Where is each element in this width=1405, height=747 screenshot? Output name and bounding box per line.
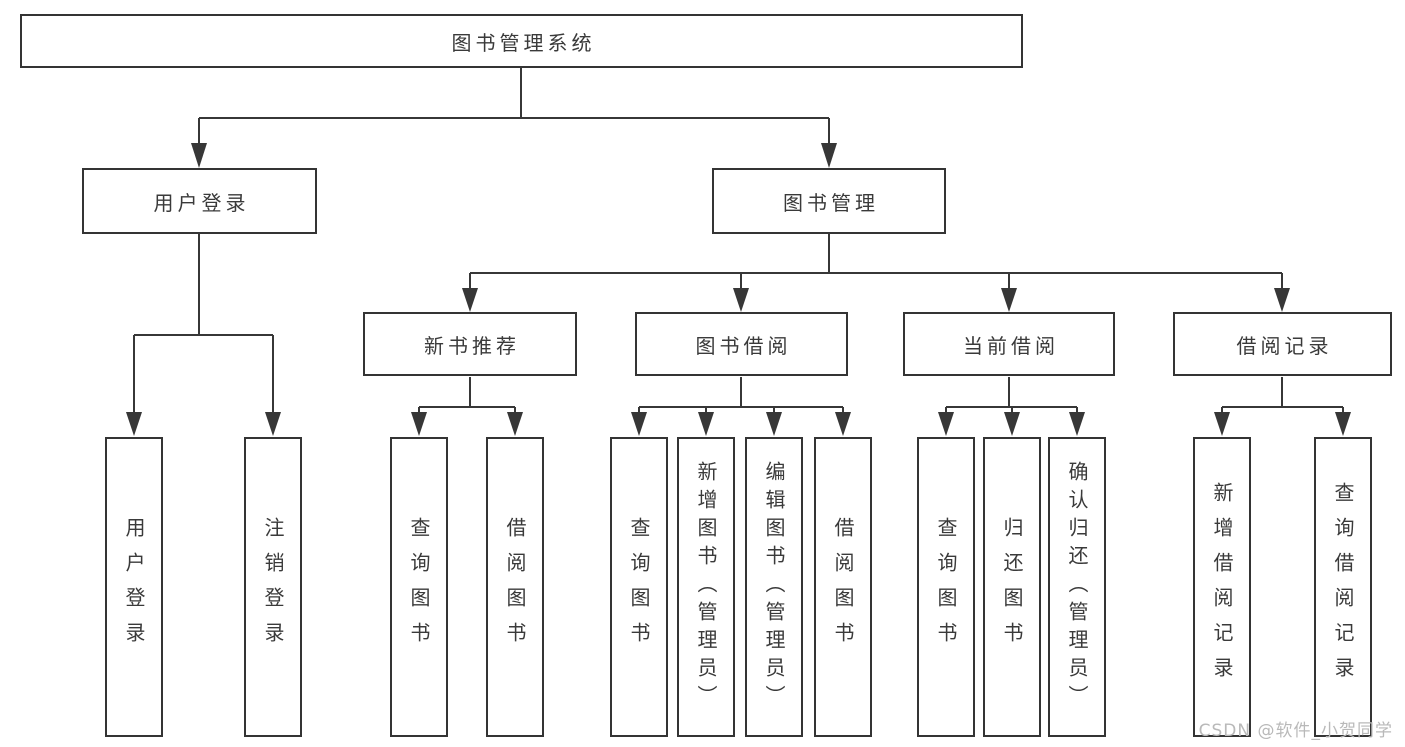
leaf-confirm-return-admin: 确认归还（管理员） [1048, 437, 1106, 737]
leaf-edit-books-admin: 编辑图书（管理员） [745, 437, 803, 737]
node-current-borrowing: 当前借阅 [903, 312, 1115, 376]
leaf-borrow-books-2: 借阅图书 [814, 437, 872, 737]
leaf-return-books: 归还图书 [983, 437, 1041, 737]
leaf-add-borrow-record: 新增借阅记录 [1193, 437, 1251, 737]
node-new-book-recommendation: 新书推荐 [363, 312, 577, 376]
leaf-borrow-books-1: 借阅图书 [486, 437, 544, 737]
node-borrow-records: 借阅记录 [1173, 312, 1392, 376]
leaf-query-borrow-record: 查询借阅记录 [1314, 437, 1372, 737]
node-library-management-system: 图书管理系统 [20, 14, 1023, 68]
leaf-query-books-3: 查询图书 [917, 437, 975, 737]
leaf-query-books-1: 查询图书 [390, 437, 448, 737]
node-user-login: 用户登录 [82, 168, 317, 234]
leaf-logout: 注销登录 [244, 437, 302, 737]
node-book-borrowing: 图书借阅 [635, 312, 848, 376]
leaf-user-login: 用户登录 [105, 437, 163, 737]
leaf-add-books-admin: 新增图书（管理员） [677, 437, 735, 737]
leaf-query-books-2: 查询图书 [610, 437, 668, 737]
node-book-management: 图书管理 [712, 168, 946, 234]
